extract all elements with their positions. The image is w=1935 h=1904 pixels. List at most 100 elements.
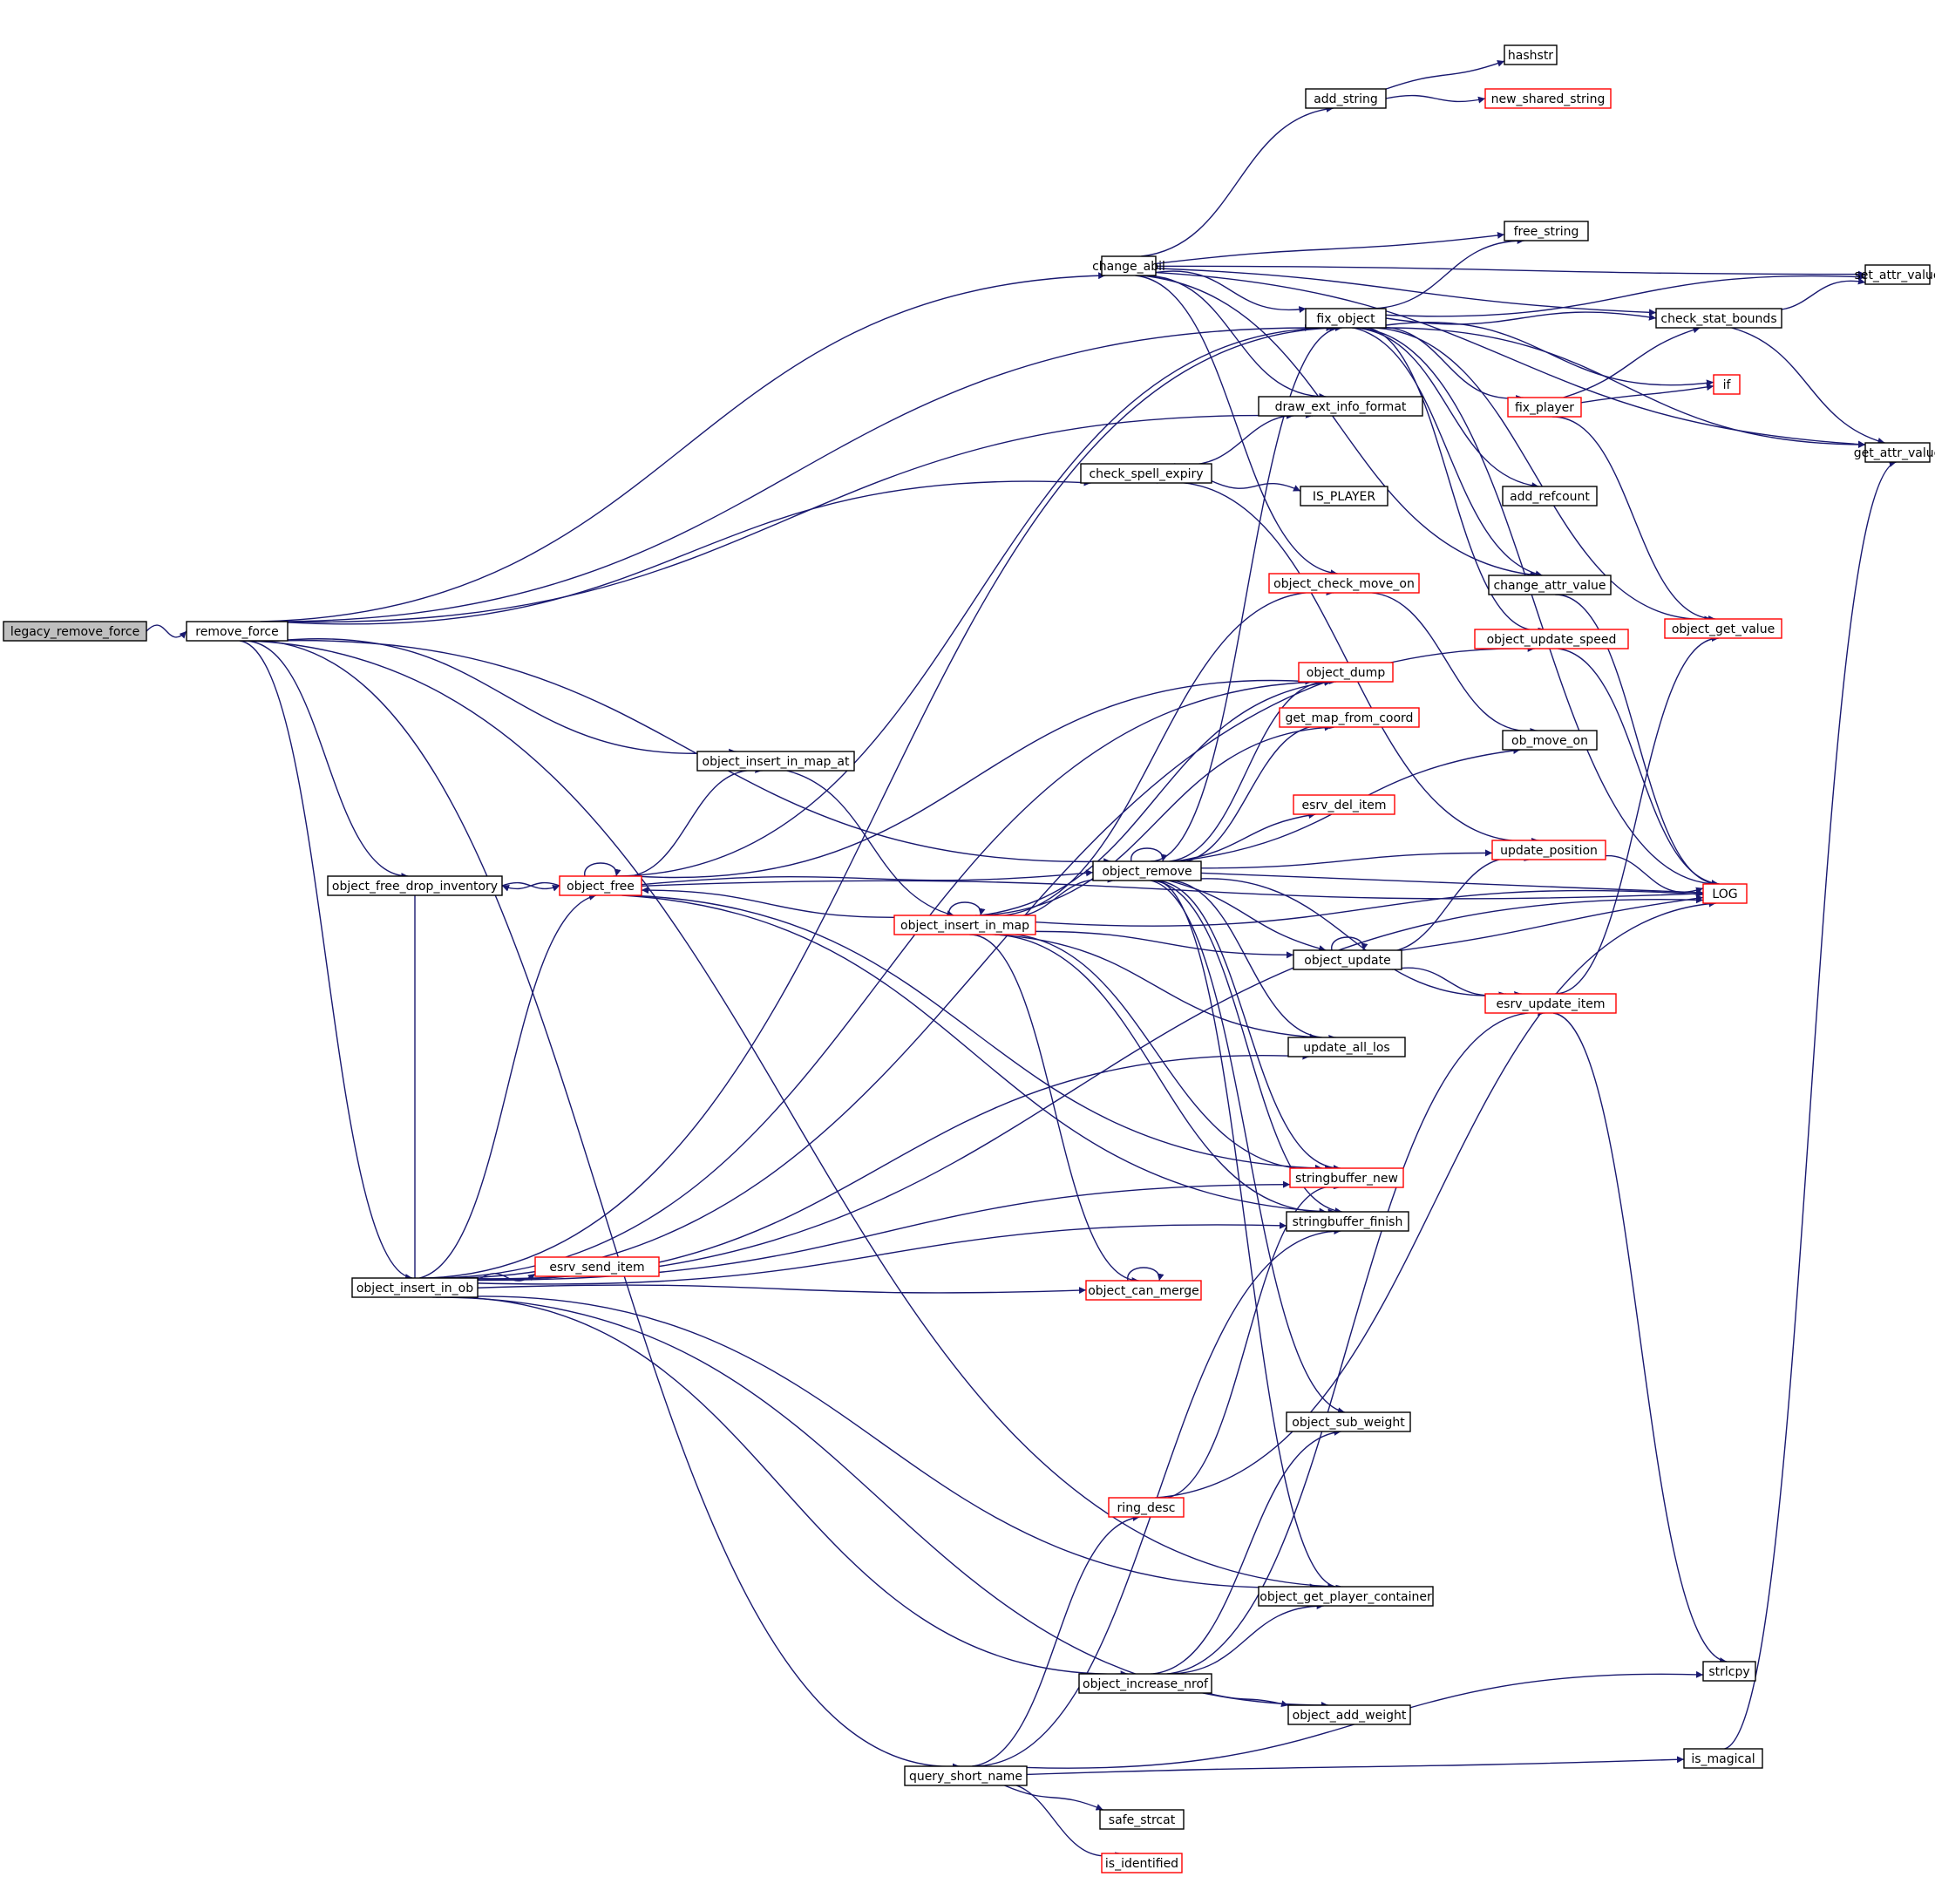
node-object_check_move_on[interactable]: object_check_move_on (1268, 573, 1420, 594)
node-update_all_los[interactable]: update_all_los (1287, 1037, 1406, 1057)
node-ring_desc[interactable]: ring_desc (1108, 1497, 1185, 1518)
edge-fix_object-to-fix_player (1367, 326, 1524, 403)
edge-object_update_speed-to-LOG (1558, 648, 1719, 887)
node-hashstr[interactable]: hashstr (1504, 44, 1558, 65)
edge-check_stat_bounds-to-get_attr_value (1731, 327, 1885, 445)
node-box (1474, 629, 1629, 649)
node-object_free[interactable]: object_free (559, 875, 642, 896)
node-label: add_string (1314, 92, 1378, 106)
edge-object_insert_in_ob-to-object_can_merge (477, 1284, 1087, 1295)
edge-object_insert_in_map-to-object_insert_in_map (948, 901, 986, 916)
node-IS_PLAYER[interactable]: IS_PLAYER (1300, 486, 1388, 507)
node-change_abil[interactable]: change_abil (1092, 255, 1165, 276)
edge-fix_object-to-LOG (1352, 327, 1719, 887)
edge-esrv_update_item-to-strlcpy (1552, 1012, 1728, 1664)
node-change_attr_value[interactable]: change_attr_value (1488, 575, 1612, 595)
node-label: if (1723, 378, 1732, 392)
node-object_add_weight[interactable]: object_add_weight (1287, 1704, 1411, 1725)
node-set_attr_value[interactable]: set_attr_value (1855, 264, 1935, 285)
node-check_spell_expiry[interactable]: check_spell_expiry (1080, 463, 1212, 484)
edge-fix_object-to-add_refcount (1356, 327, 1539, 490)
node-box (1713, 374, 1741, 395)
node-add_string[interactable]: add_string (1305, 88, 1387, 109)
node-object_remove[interactable]: object_remove (1092, 860, 1202, 881)
node-fix_player[interactable]: fix_player (1507, 397, 1582, 418)
node-is_identified[interactable]: is_identified (1101, 1853, 1183, 1873)
edge-object_insert_in_map-to-get_map_from_coord (982, 724, 1332, 916)
node-update_position[interactable]: update_position (1491, 840, 1606, 860)
node-object_update_speed[interactable]: object_update_speed (1474, 629, 1629, 649)
edge-object_update-to-LOG (1401, 894, 1704, 951)
node-box (1092, 860, 1202, 881)
edge-object_remove-to-stringbuffer_new (1153, 880, 1341, 1172)
node-stringbuffer_finish[interactable]: stringbuffer_finish (1286, 1211, 1409, 1232)
edge-remove_force-to-object_insert_in_ob (239, 640, 413, 1281)
node-draw_ext_info_format[interactable]: draw_ext_info_format (1258, 396, 1423, 417)
edge-object_insert_in_map-to-update_all_los (995, 934, 1317, 1041)
node-get_attr_value[interactable]: get_attr_value (1854, 442, 1935, 463)
node-stringbuffer_new[interactable]: stringbuffer_new (1289, 1167, 1404, 1188)
node-box (1078, 1673, 1212, 1694)
edge-remove_force-to-draw_ext_info_format (283, 411, 1294, 623)
node-label: query_short_name (909, 1770, 1022, 1784)
node-label: esrv_del_item (1302, 799, 1387, 813)
edge-object_remove-to-object_dump (1156, 677, 1337, 862)
node-query_short_name[interactable]: query_short_name (904, 1765, 1028, 1786)
node-esrv_del_item[interactable]: esrv_del_item (1293, 794, 1395, 815)
node-object_get_player_container[interactable]: object_get_player_container (1258, 1586, 1434, 1607)
node-strlcpy[interactable]: strlcpy (1702, 1661, 1756, 1682)
edge-remove_force-to-object_get_player_container (248, 640, 1335, 1590)
node-object_get_value[interactable]: object_get_value (1664, 618, 1782, 639)
node-box (1507, 397, 1582, 418)
node-box (1488, 575, 1612, 595)
node-label: update_position (1500, 844, 1598, 858)
node-label: object_increase_nrof (1083, 1677, 1209, 1691)
node-object_dump[interactable]: object_dump (1298, 662, 1394, 683)
node-if[interactable]: if (1713, 374, 1741, 395)
node-free_string[interactable]: free_string (1504, 221, 1589, 241)
node-box (1289, 1167, 1404, 1188)
edge-object_free-to-object_insert_in_map_at (614, 765, 763, 878)
node-label: object_sub_weight (1292, 1416, 1405, 1430)
edge-fix_object-to-get_attr_value (1385, 327, 1866, 448)
node-object_insert_in_map_at[interactable]: object_insert_in_map_at (696, 751, 855, 772)
edge-object_insert_in_map-to-object_can_merge (969, 934, 1139, 1284)
edge-object_insert_in_ob-to-object_get_player_container (444, 1295, 1317, 1591)
node-safe_strcat[interactable]: safe_strcat (1099, 1809, 1185, 1830)
node-get_map_from_coord[interactable]: get_map_from_coord (1279, 707, 1420, 728)
node-object_can_merge[interactable]: object_can_merge (1085, 1280, 1202, 1301)
edge-object_insert_in_map-to-stringbuffer_new (979, 932, 1333, 1173)
node-label: fix_object (1316, 312, 1375, 326)
edge-add_string-to-new_shared_string (1385, 94, 1486, 104)
edge-object_check_move_on-to-ob_move_on (1356, 591, 1538, 735)
node-new_shared_string[interactable]: new_shared_string (1484, 88, 1612, 109)
node-esrv_update_item[interactable]: esrv_update_item (1484, 993, 1617, 1014)
edge-remove_force-to-object_insert_in_map_at (276, 638, 737, 756)
node-check_stat_bounds[interactable]: check_stat_bounds (1655, 308, 1782, 329)
node-box (1108, 1497, 1185, 1518)
edge-add_string-to-hashstr (1385, 59, 1505, 90)
node-label: is_identified (1105, 1857, 1178, 1871)
node-fix_object[interactable]: fix_object (1305, 308, 1387, 329)
edge-object_insert_in_ob-to-object_dump (429, 678, 1332, 1279)
node-box (1085, 1280, 1202, 1301)
node-object_insert_in_map[interactable]: object_insert_in_map (893, 915, 1036, 935)
node-label: safe_strcat (1109, 1813, 1176, 1827)
edge-object_insert_in_map-to-LOG (1035, 889, 1704, 927)
node-object_increase_nrof[interactable]: object_increase_nrof (1078, 1673, 1212, 1694)
node-remove_force[interactable]: remove_force (186, 621, 289, 642)
node-ob_move_on[interactable]: ob_move_on (1502, 730, 1598, 751)
node-esrv_send_item[interactable]: esrv_send_item (534, 1256, 660, 1277)
edge-object_insert_in_ob-to-fix_object (424, 324, 1337, 1279)
node-object_insert_in_ob[interactable]: object_insert_in_ob (351, 1277, 479, 1298)
edge-remove_force-to-query_short_name (242, 640, 961, 1771)
node-object_sub_weight[interactable]: object_sub_weight (1286, 1411, 1411, 1432)
node-add_refcount[interactable]: add_refcount (1502, 486, 1598, 507)
node-is_magical[interactable]: is_magical (1683, 1748, 1763, 1769)
node-LOG[interactable]: LOG (1702, 883, 1748, 904)
node-box (1268, 573, 1420, 594)
node-object_free_drop_inventory[interactable]: object_free_drop_inventory (327, 875, 503, 896)
node-box (1099, 1809, 1185, 1830)
node-object_update[interactable]: object_update (1293, 949, 1402, 970)
node-label: change_attr_value (1493, 579, 1606, 593)
